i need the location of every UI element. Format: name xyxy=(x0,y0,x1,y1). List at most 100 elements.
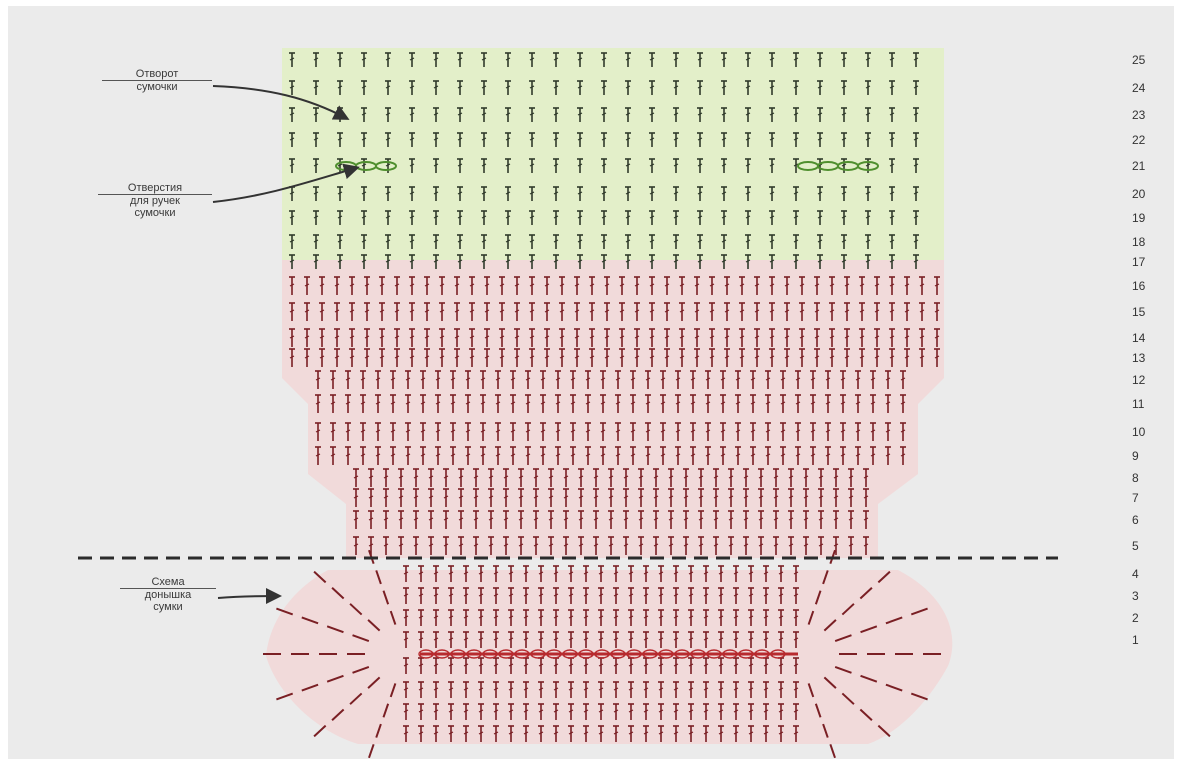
stitch-r9 xyxy=(840,446,846,465)
stitch-r6 xyxy=(758,510,764,529)
stitch-r21 xyxy=(721,158,727,173)
stitch-cross xyxy=(601,215,607,219)
stitch-cross xyxy=(469,355,475,359)
stitch-cross xyxy=(555,401,561,405)
stitch-cross xyxy=(570,429,576,433)
stitch-cross xyxy=(803,517,809,521)
stitch-cross xyxy=(499,309,505,313)
stitch-r13 xyxy=(439,348,445,367)
stitch-bottom xyxy=(763,681,769,698)
stitch-cross xyxy=(481,112,487,116)
stitch-cross xyxy=(748,709,754,713)
stitch-cross xyxy=(913,215,919,219)
fan-stitch xyxy=(822,723,829,738)
row-number: 24 xyxy=(1132,81,1146,95)
stitch-r9 xyxy=(480,446,486,465)
stitch-cross xyxy=(508,593,514,597)
stitch-cross xyxy=(349,335,355,339)
stitch-r5 xyxy=(698,536,704,555)
stitch-cross xyxy=(788,543,794,547)
stitch-r15 xyxy=(934,302,940,321)
stitch-cross xyxy=(658,709,664,713)
stitch-r24 xyxy=(913,80,919,95)
stitch-cross xyxy=(765,401,771,405)
stitch-cross xyxy=(495,429,501,433)
stitch-bottom xyxy=(478,609,484,626)
stitch-cross xyxy=(769,191,775,195)
stitch-r16 xyxy=(634,276,640,295)
fan-stitch xyxy=(834,665,852,674)
stitch-r25 xyxy=(433,52,439,67)
stitch-r9 xyxy=(345,446,351,465)
stitch-cross xyxy=(319,309,325,313)
stitch-bottom xyxy=(568,609,574,626)
stitch-cross xyxy=(763,709,769,713)
stitch-r11 xyxy=(660,394,666,413)
stitch-r5 xyxy=(533,536,539,555)
stitch-cross xyxy=(390,429,396,433)
stitch-cross xyxy=(538,687,544,691)
stitch-cross xyxy=(403,687,409,691)
stitch-r21 xyxy=(289,158,295,173)
stitch-r18 xyxy=(481,234,487,249)
stitch-cross xyxy=(383,495,389,499)
stitch-cross xyxy=(885,429,891,433)
stitch-r19 xyxy=(313,210,319,225)
stitch-r23 xyxy=(409,107,415,122)
stitch-r21 xyxy=(577,158,583,173)
stitch-r18 xyxy=(649,234,655,249)
stitch-cross xyxy=(913,137,919,141)
stitch-r11 xyxy=(570,394,576,413)
stitch-r15 xyxy=(424,302,430,321)
stitch-r11 xyxy=(390,394,396,413)
stitch-cross xyxy=(398,475,404,479)
stitch-cross xyxy=(433,615,439,619)
stitch-r11 xyxy=(675,394,681,413)
stitch-cross xyxy=(450,453,456,457)
stitch-r13 xyxy=(559,348,565,367)
stitch-r18 xyxy=(361,234,367,249)
stitch-bottom xyxy=(493,609,499,626)
stitch-bottom xyxy=(523,565,529,582)
stitch-bottom xyxy=(493,587,499,604)
stitch-bottom xyxy=(538,681,544,698)
stitch-r11 xyxy=(780,394,786,413)
stitch-bottom xyxy=(463,703,469,720)
stitch-r25 xyxy=(385,52,391,67)
stitch-r10 xyxy=(375,422,381,441)
chain-loop xyxy=(466,649,482,659)
stitch-cross xyxy=(463,663,469,667)
stitch-cross xyxy=(900,401,906,405)
stitch-cross xyxy=(673,239,679,243)
stitch-r5 xyxy=(578,536,584,555)
stitch-cross xyxy=(709,309,715,313)
stitch-bottom xyxy=(418,565,424,582)
stitch-cross xyxy=(488,543,494,547)
stitch-r6 xyxy=(818,510,824,529)
stitch-cross xyxy=(649,85,655,89)
stitch-r20 xyxy=(889,186,895,201)
stitch-r20 xyxy=(817,186,823,201)
stitch-cross xyxy=(360,453,366,457)
stitch-r7 xyxy=(848,488,854,507)
stitch-cross xyxy=(443,543,449,547)
fan-stitch xyxy=(301,683,319,692)
stitch-bottom xyxy=(613,631,619,648)
stitch-r9 xyxy=(585,446,591,465)
stitch-r16 xyxy=(439,276,445,295)
stitch-cross xyxy=(673,731,679,735)
stitch-cross xyxy=(379,355,385,359)
chain-loop xyxy=(770,649,786,659)
stitch-r15 xyxy=(544,302,550,321)
stitch-cross xyxy=(450,429,456,433)
stitch-cross xyxy=(763,731,769,735)
stitch-cross xyxy=(825,401,831,405)
stitch-r15 xyxy=(589,302,595,321)
stitch-cross xyxy=(735,377,741,381)
stitch-cross xyxy=(403,663,409,667)
stitch-cross xyxy=(577,259,583,263)
stitch-cross xyxy=(548,543,554,547)
stitch-cross xyxy=(598,637,604,641)
stitch-cross xyxy=(645,377,651,381)
stitch-r13 xyxy=(394,348,400,367)
